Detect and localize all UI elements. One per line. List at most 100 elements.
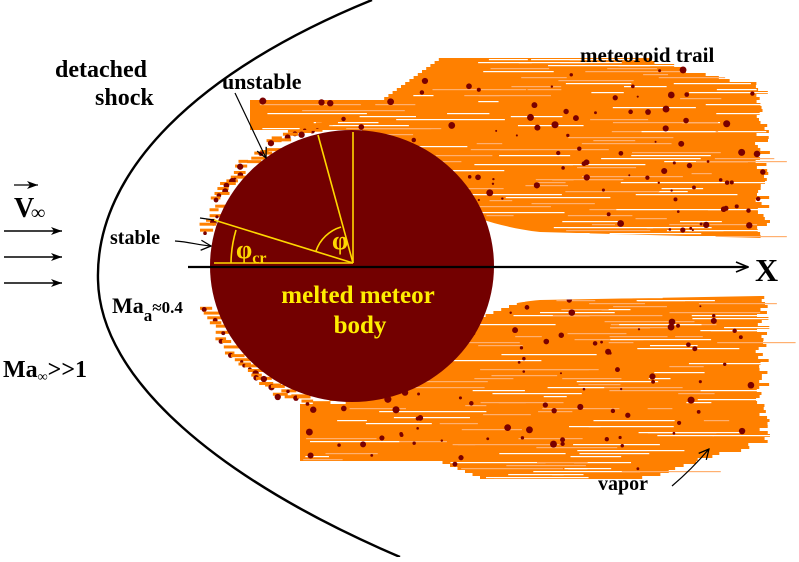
trail-particle: [531, 102, 538, 109]
rim-droplet: [305, 402, 310, 406]
trail-highlight: [476, 143, 503, 145]
rim-droplet: [201, 306, 207, 312]
trail-streak: [426, 67, 683, 70]
trail-particle: [636, 95, 639, 98]
trail-highlight: [648, 378, 671, 380]
trail-particle: [687, 396, 695, 404]
phi-radius: [317, 134, 354, 264]
trail-highlight: [678, 393, 715, 395]
trail-particle: [577, 403, 584, 410]
trail-streak: [493, 311, 767, 314]
trail-highlight: [641, 131, 716, 133]
trail-particle: [556, 150, 561, 156]
mach-inf-value: >>1: [48, 357, 87, 383]
rim-droplet: [237, 163, 244, 170]
trail-streak: [267, 169, 768, 172]
trail-particle: [668, 228, 672, 231]
trail-particle: [392, 406, 400, 414]
trail-streak: [300, 458, 698, 461]
trail-particle: [625, 412, 631, 418]
rim-streak: [234, 358, 252, 362]
trail-streak: [491, 223, 767, 226]
trail-highlight: [486, 477, 589, 479]
unstable-label: unstable: [222, 69, 302, 94]
stable-tick: [199, 217, 215, 221]
trail-highlight: [612, 107, 696, 109]
rim-streak: [217, 187, 229, 191]
trail-streak: [300, 422, 768, 425]
trail-streak: [484, 220, 770, 223]
trail-highlight: [703, 420, 730, 422]
trail-highlight: [379, 441, 447, 443]
trail-particle: [637, 328, 641, 331]
trail-particle: [651, 379, 656, 384]
rim-droplet: [260, 375, 268, 383]
trail-highlight: [396, 119, 505, 121]
trail-highlight: [556, 300, 596, 302]
trail-streak: [260, 356, 759, 359]
trail-highlight: [577, 167, 637, 169]
trail-highlight: [569, 426, 601, 428]
trail-highlight: [561, 164, 646, 166]
rim-streak: [215, 337, 227, 341]
rim-droplet: [221, 331, 226, 336]
trail-streak: [250, 109, 763, 112]
trail-highlight: [679, 221, 702, 223]
rim-streak: [215, 204, 230, 208]
trail-highlight: [499, 155, 571, 157]
trail-streak: [300, 446, 750, 449]
rim-droplet: [215, 215, 219, 219]
trail-highlight: [474, 164, 573, 166]
trail-particle: [738, 335, 743, 340]
trail-particle: [732, 328, 737, 334]
trail-particle: [551, 407, 557, 414]
trail-particle: [568, 309, 576, 316]
trail-highlight: [464, 95, 551, 97]
trail-particle: [469, 401, 474, 406]
trail-streak: [300, 145, 758, 148]
trail-streak: [476, 217, 765, 220]
trail-highlight: [612, 122, 719, 124]
trail-particle: [550, 85, 554, 88]
trail-particle: [501, 197, 504, 200]
trail-streak: [362, 130, 769, 133]
trail-particle: [667, 323, 675, 331]
trail-streak: [396, 88, 759, 91]
trail-highlight: [479, 212, 565, 214]
trail-streak: [304, 389, 757, 392]
trail-highlight: [521, 77, 567, 79]
trail-particle: [387, 98, 395, 106]
trail-highlight: [474, 206, 551, 208]
trail-highlight: [588, 426, 674, 428]
trail-streak: [250, 112, 760, 115]
trail-highlight: [717, 342, 796, 344]
trail-particle: [680, 227, 686, 233]
trail-highlight: [303, 459, 343, 461]
trail-particle: [259, 97, 267, 105]
trail-streak: [322, 136, 769, 139]
rim-droplet: [310, 406, 317, 413]
trail-streak: [255, 350, 756, 353]
trail-streak: [264, 172, 769, 175]
trail-highlight: [447, 113, 490, 115]
mach-a-subscript: a: [144, 306, 153, 325]
phi-cr-subscript: cr: [252, 250, 266, 267]
trail-particle: [517, 360, 521, 364]
trail-streak: [288, 380, 760, 383]
trail-highlight: [478, 101, 499, 103]
trail-highlight: [589, 303, 645, 305]
rim-droplet: [267, 140, 275, 147]
trail-highlight: [359, 116, 417, 118]
trail-particle: [645, 109, 651, 115]
trail-highlight: [561, 309, 609, 311]
trail-streak: [277, 160, 756, 163]
trail-particle: [615, 367, 620, 373]
trail-highlight: [540, 312, 615, 314]
trail-particle: [667, 91, 675, 99]
phi-cr-label: φcr: [236, 235, 266, 267]
trail-highlight: [581, 143, 672, 145]
stable-pointer-arrow: [174, 241, 211, 246]
trail-highlight: [435, 155, 493, 157]
trail-particle: [327, 100, 334, 107]
trail-particle: [645, 175, 650, 180]
